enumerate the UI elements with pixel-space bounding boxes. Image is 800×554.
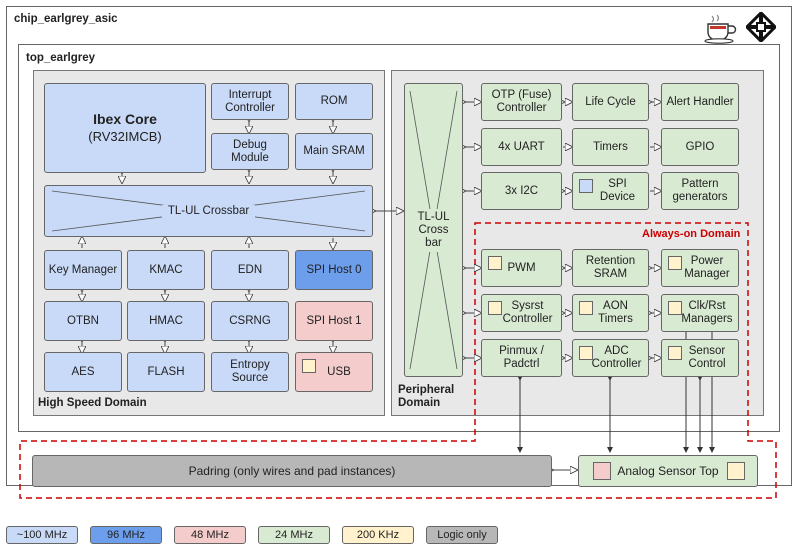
entropy-source-block: Entropy Source	[211, 352, 289, 392]
otbn-block: OTBN	[44, 301, 122, 341]
uart-block: 4x UART	[481, 128, 562, 166]
rom-block: ROM	[295, 83, 373, 120]
pattern-generators-block: Pattern generators	[661, 172, 739, 210]
adc-label: ADC Controller	[591, 345, 642, 370]
top-title: top_earlgrey	[26, 52, 96, 64]
interrupt-controller-block: Interrupt Controller	[211, 83, 289, 120]
i2c-block: 3x I2C	[481, 172, 562, 210]
power-aon-marker-icon	[668, 256, 682, 270]
legend-100mhz: ~100 MHz	[6, 526, 78, 544]
ibex-core-block: Ibex Core (RV32IMCB)	[44, 83, 206, 173]
chip-title: chip_earlgrey_asic	[14, 13, 118, 25]
ibex-title: Ibex Core	[93, 111, 157, 127]
hmac-block: HMAC	[127, 301, 205, 341]
otp-controller-block: OTP (Fuse) Controller	[481, 83, 562, 121]
pwm-aon-marker-icon	[488, 256, 502, 270]
always-on-label: Always-on Domain	[642, 228, 741, 240]
analog-sensor-top-block: Analog Sensor Top	[578, 455, 758, 487]
high-speed-label: High Speed Domain	[38, 397, 147, 409]
spi-device-clock-marker-icon	[579, 179, 593, 193]
timers-block: Timers	[572, 128, 649, 166]
legend-24mhz: 24 MHz	[258, 526, 330, 544]
aon-timers-label: AON Timers	[598, 300, 633, 325]
sensor-control-block: Sensor Control	[661, 339, 739, 377]
sysrst-controller-block: Sysrst Controller	[481, 294, 562, 332]
legend-logic-only: Logic only	[426, 526, 498, 544]
pwm-label: PWM	[507, 261, 536, 274]
kmac-block: KMAC	[127, 250, 205, 290]
life-cycle-block: Life Cycle	[572, 83, 649, 121]
gpio-block: GPIO	[661, 128, 739, 166]
clk-rst-managers-block: Clk/Rst Managers	[661, 294, 739, 332]
main-sram-block: Main SRAM	[295, 133, 373, 170]
clkrst-aon-marker-icon	[668, 301, 682, 315]
ibex-subtitle: (RV32IMCB)	[88, 129, 162, 144]
analog-200khz-marker-icon	[727, 462, 745, 480]
coffee-cup-logo-icon	[702, 12, 742, 44]
usb-aon-marker-icon	[302, 359, 316, 373]
key-manager-block: Key Manager	[44, 250, 122, 290]
peripheral-crossbar-block: TL-UL Cross bar	[404, 83, 463, 377]
edn-block: EDN	[211, 250, 289, 290]
legend-200khz: 200 KHz	[342, 526, 414, 544]
aon-timers-block: AON Timers	[572, 294, 649, 332]
spi-device-block: SPI Device	[572, 172, 649, 210]
aon-timers-marker-icon	[579, 301, 593, 315]
sensor-aon-marker-icon	[668, 346, 682, 360]
sysrst-label: Sysrst Controller	[502, 300, 553, 325]
padring-block: Padring (only wires and pad instances)	[32, 455, 552, 487]
periph-crossbar-label: TL-UL Cross bar	[417, 208, 450, 252]
opentitan-logo-icon	[746, 12, 776, 42]
analog-48mhz-marker-icon	[593, 462, 611, 480]
sensor-label: Sensor Control	[688, 345, 726, 370]
adc-aon-marker-icon	[579, 346, 593, 360]
power-manager-block: Power Manager	[661, 249, 739, 287]
usb-block: USB	[295, 352, 373, 392]
usb-label: USB	[327, 365, 351, 378]
spi-host-1-block: SPI Host 1	[295, 301, 373, 341]
spi-host-0-block: SPI Host 0	[295, 250, 373, 290]
crossbar-label: TL-UL Crossbar	[161, 204, 256, 218]
pwm-block: PWM	[481, 249, 562, 287]
debug-module-block: Debug Module	[211, 133, 289, 170]
flash-block: FLASH	[127, 352, 205, 392]
retention-sram-block: Retention SRAM	[572, 249, 649, 287]
aes-block: AES	[44, 352, 122, 392]
adc-controller-block: ADC Controller	[572, 339, 649, 377]
analog-label: Analog Sensor Top	[617, 463, 719, 478]
tl-ul-crossbar-block: TL-UL Crossbar	[44, 185, 373, 237]
clkrst-label: Clk/Rst Managers	[681, 300, 733, 325]
pinmux-padctrl-block: Pinmux / Padctrl	[481, 339, 562, 377]
spi-device-label: SPI Device	[599, 178, 636, 203]
sysrst-aon-marker-icon	[488, 301, 502, 315]
csrng-block: CSRNG	[211, 301, 289, 341]
alert-handler-block: Alert Handler	[661, 83, 739, 121]
power-label: Power Manager	[684, 255, 730, 280]
legend-96mhz: 96 MHz	[90, 526, 162, 544]
legend-48mhz: 48 MHz	[174, 526, 246, 544]
peripheral-label: Peripheral Domain	[398, 384, 455, 409]
